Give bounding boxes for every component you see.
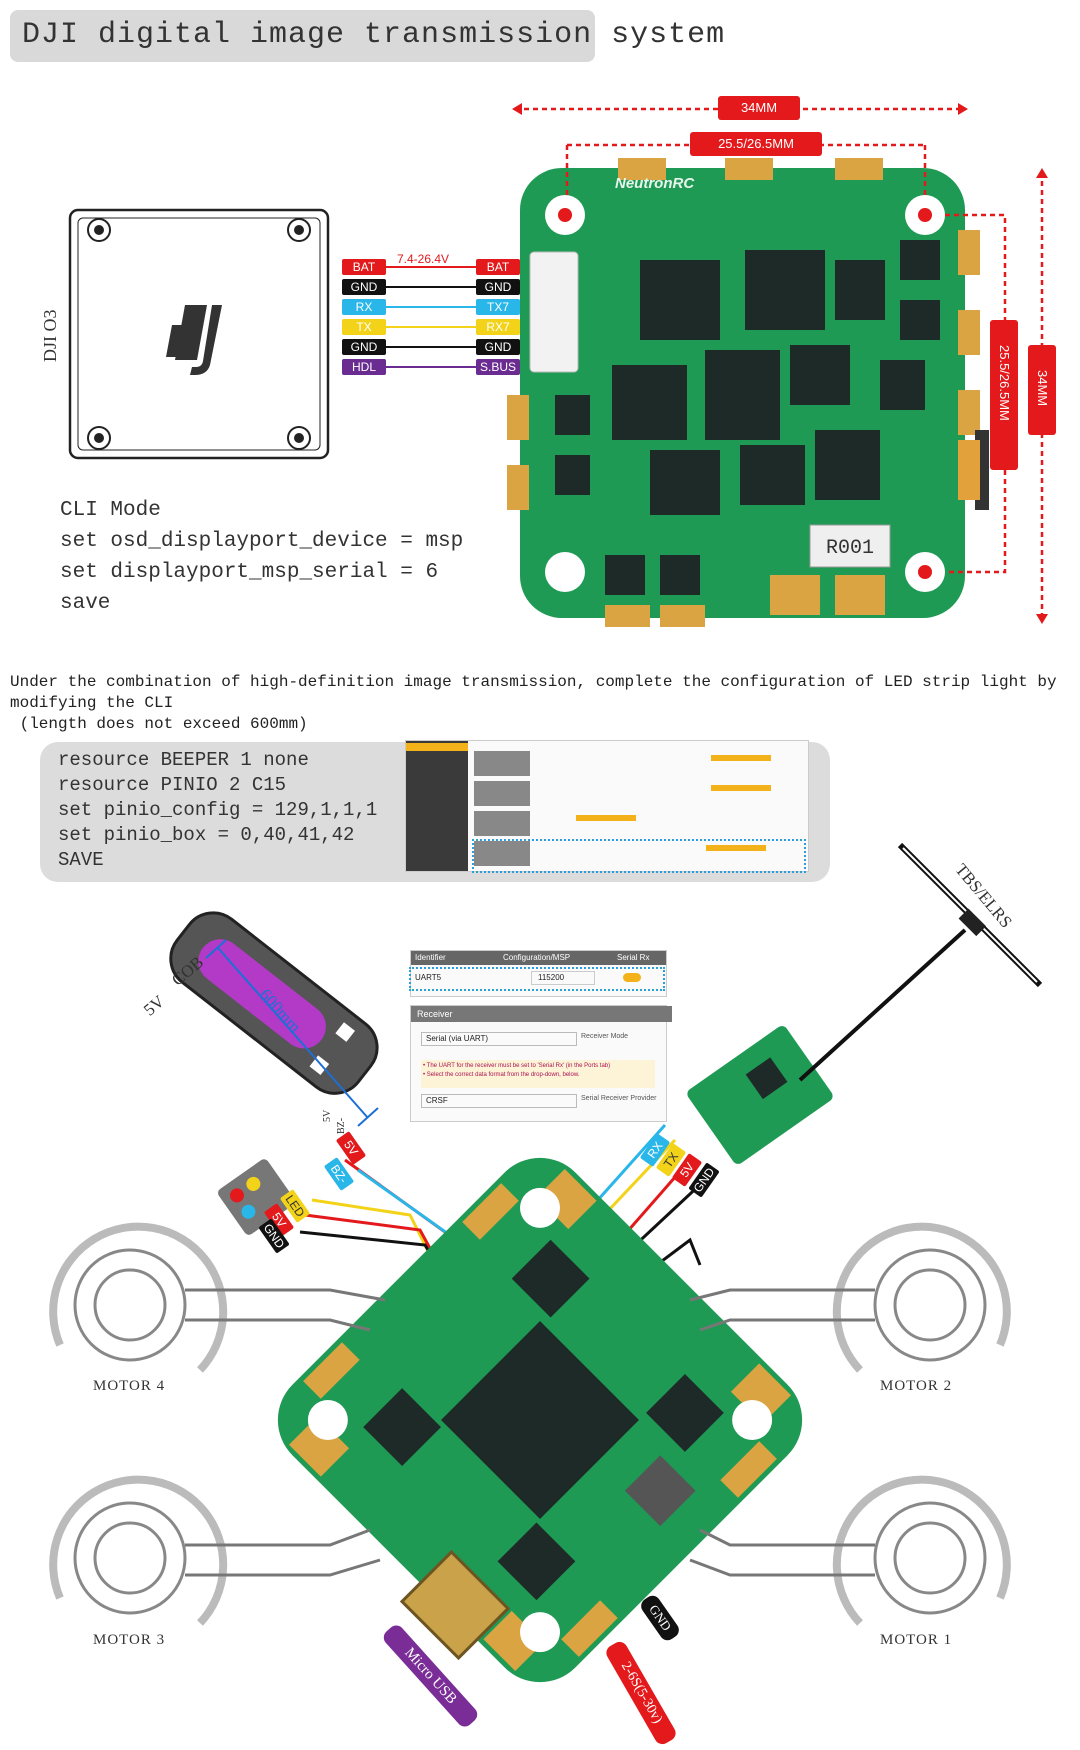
inductor-label: R001: [826, 537, 874, 560]
mode-range: [711, 755, 771, 761]
ports-header: Identifier Configuration/MSP Serial Rx: [411, 951, 666, 965]
paragraph-line: modifying the CLI: [10, 694, 174, 712]
cli-line: save: [60, 592, 111, 615]
motor-2-label: MOTOR 2: [880, 1378, 953, 1394]
ports-col-identifier: Identifier: [415, 953, 446, 962]
wire-left-gnd: GND: [342, 279, 386, 295]
receiver-panel: Receiver Serial (via UART) Receiver Mode…: [410, 1005, 672, 1122]
led-strip: [169, 911, 379, 1095]
voltage-label: 7.4-26.4V: [397, 252, 450, 266]
highlight-box: [409, 967, 665, 991]
dim-top-inner: 25.5/26.5MM: [690, 132, 822, 156]
elrs-receiver: [687, 1026, 833, 1164]
wire-right-gnd: GND: [476, 279, 520, 295]
wire-right-tx7: TX7: [476, 299, 520, 315]
motor-1-label: MOTOR 1: [880, 1632, 953, 1648]
baud-select[interactable]: 115200: [531, 971, 595, 985]
mode-range: [576, 815, 636, 821]
highlight-box: [472, 839, 806, 873]
pinio-line: set pinio_box = 0,40,41,42: [58, 824, 355, 846]
wire-right-sbus: S.BUS: [476, 359, 520, 375]
modes-screenshot: [405, 740, 809, 873]
cli-mode-block: CLI Mode set osd_displayport_device = msp…: [60, 495, 463, 619]
dji-o3-label: DJI O3: [40, 309, 60, 363]
mode-range: [711, 785, 771, 791]
title-banner: [10, 10, 595, 62]
dim-right-inner: 25.5/26.5MM: [997, 345, 1012, 421]
dji-o3-unit: [68, 208, 330, 460]
motors: [73, 1248, 987, 1615]
page-title: DJI digital image transmission system: [22, 18, 726, 52]
mode-block: [474, 811, 530, 836]
receiver-title: Receiver: [411, 1006, 672, 1022]
receiver-mode-select[interactable]: Serial (via UART): [421, 1032, 577, 1046]
wire-left-tx: TX: [342, 319, 386, 335]
pinio-line: SAVE: [58, 849, 104, 871]
dim-right-outer-box: [1028, 345, 1056, 435]
receiver-mode-label: Receiver Mode: [581, 1033, 629, 1040]
wire-left-bat: BAT: [342, 259, 386, 275]
wire-left-hdl: HDL: [342, 359, 386, 375]
wire-right-rx7: RX7: [476, 319, 520, 335]
mode-block: [474, 781, 530, 806]
ports-col-config: Configuration/MSP: [503, 953, 571, 962]
mode-block: [474, 841, 530, 866]
pinio-code: resource BEEPER 1 none resource PINIO 2 C…: [58, 748, 377, 873]
board-brand: NeutronRC: [615, 175, 695, 192]
led-pad-bz: BZ-: [336, 1117, 347, 1134]
receiver-provider-select[interactable]: CRSF: [421, 1094, 577, 1108]
modes-sidebar: [406, 741, 468, 871]
flight-controller-top: R001 NeutronRC: [507, 158, 989, 627]
receiver-note: • The UART for the receiver must be set …: [421, 1060, 655, 1088]
flight-controller-bottom: [277, 1157, 803, 1683]
serial-rx-toggle[interactable]: [623, 973, 641, 982]
ports-table: Identifier Configuration/MSP Serial Rx U…: [409, 950, 667, 997]
description-paragraph: Under the combination of high-definition…: [10, 672, 1070, 735]
led-pad-5v: 5V: [322, 1109, 333, 1122]
o3-wires: [386, 266, 480, 368]
wire-right-gnd2: GND: [476, 339, 520, 355]
dim-right-inner-box: [990, 320, 1018, 470]
ports-col-serialrx: Serial Rx: [617, 953, 650, 962]
pinio-line: resource BEEPER 1 none: [58, 749, 309, 771]
mode-range: [706, 845, 766, 851]
pinio-line: set pinio_config = 129,1,1,1: [58, 799, 378, 821]
cli-line: set osd_displayport_device = msp: [60, 530, 464, 553]
ports-row-uart: UART5: [415, 973, 442, 982]
dim-top-outer: 34MM: [718, 96, 800, 120]
wire-left-gnd2: GND: [342, 339, 386, 355]
modes-active-tab: [406, 743, 468, 751]
motor-3-label: MOTOR 3: [93, 1632, 166, 1648]
wire-right-bat: BAT: [476, 259, 520, 275]
pinio-line: resource PINIO 2 C15: [58, 774, 287, 796]
wire-left-rx: RX: [342, 299, 386, 315]
paragraph-line: Under the combination of high-definition…: [10, 673, 1057, 691]
receiver-provider-label: Serial Receiver Provider: [581, 1095, 657, 1102]
paragraph-line: (length does not exceed 600mm): [10, 715, 308, 733]
dim-right-outer: 34MM: [1035, 370, 1050, 407]
mode-block: [474, 751, 530, 776]
cli-line: set displayport_msp_serial = 6: [60, 561, 439, 584]
motor-4-label: MOTOR 4: [93, 1378, 166, 1394]
cli-line: CLI Mode: [60, 499, 161, 522]
